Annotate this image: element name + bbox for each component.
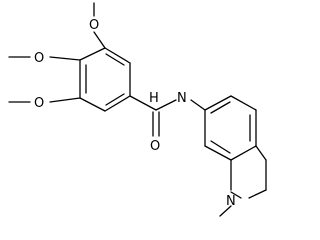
atom-label-layer: O O O O N H N bbox=[34, 18, 236, 209]
bond-ring-a-inner-3 bbox=[105, 93, 125, 106]
bond-ring-c-5 bbox=[248, 189, 267, 199]
bond-n-tetrahydroisoquinoline bbox=[190, 99, 206, 111]
structure-canvas: O O O O N H N bbox=[8, 2, 267, 217]
bond-layer bbox=[8, 2, 267, 217]
bond-carbonyl-n bbox=[155, 99, 177, 111]
bond-ring-a-inner-2 bbox=[105, 53, 125, 66]
atom-o-low: O bbox=[34, 96, 44, 111]
atom-h-amide: H bbox=[149, 91, 159, 106]
bond-top-o-ring bbox=[93, 31, 106, 49]
bond-ring-b-inner-3 bbox=[210, 101, 231, 114]
bond-ring-b-inner-1 bbox=[210, 140, 231, 154]
molecule-diagram: O O O O N H N bbox=[8, 2, 267, 217]
atom-o-carbonyl: O bbox=[150, 139, 160, 154]
bond-ring-b-2 bbox=[204, 145, 232, 161]
bond-ring-b-6 bbox=[204, 95, 232, 111]
atom-n-ring: N bbox=[226, 194, 236, 209]
bond-ring-c-2 bbox=[230, 191, 242, 199]
bond-ring-carbonyl-c bbox=[129, 95, 157, 111]
bond-ring-b-5 bbox=[230, 95, 257, 111]
bond-ring-a-4 bbox=[79, 97, 106, 112]
atom-n-amide: N bbox=[177, 91, 187, 106]
bond-mid-o-ring bbox=[49, 56, 81, 61]
atom-o-mid: O bbox=[34, 51, 44, 66]
bond-ring-a-3 bbox=[104, 95, 131, 112]
bond-ring-c-3 bbox=[255, 145, 267, 161]
atom-o-top: O bbox=[89, 18, 99, 33]
bond-ring-b-3 bbox=[230, 145, 257, 161]
bond-low-o-ring bbox=[49, 97, 81, 103]
bond-ring-a-6 bbox=[79, 47, 106, 61]
bond-n-methyl bbox=[219, 205, 232, 217]
bond-ring-a-1 bbox=[104, 47, 131, 64]
